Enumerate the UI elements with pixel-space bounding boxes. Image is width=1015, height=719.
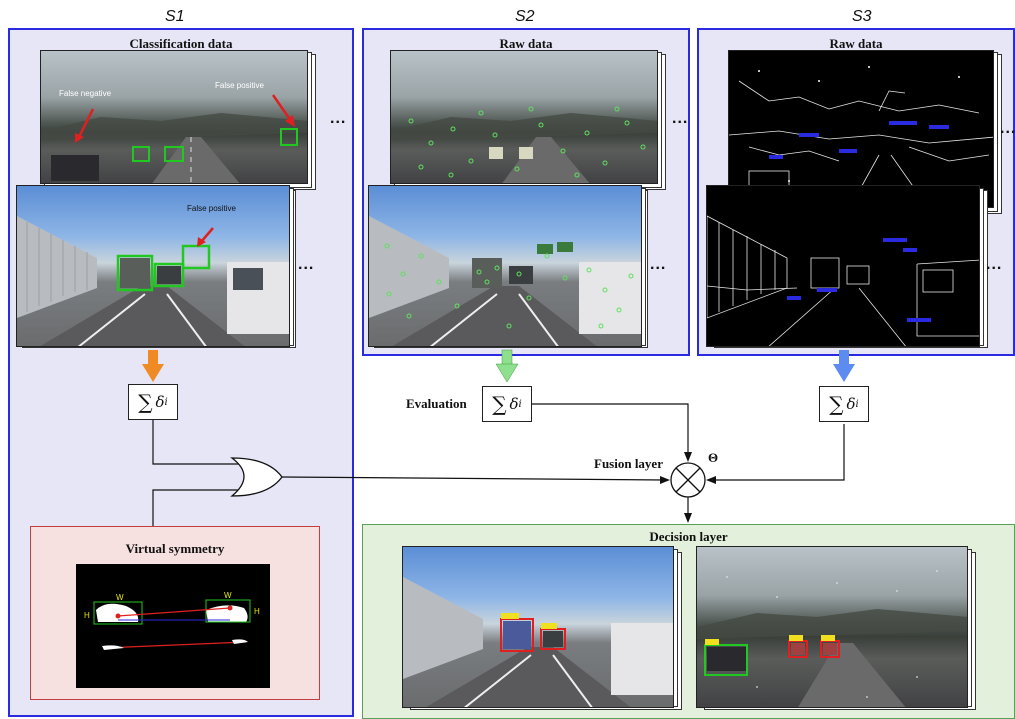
decision-left-overlay bbox=[403, 577, 673, 707]
false-negative-label: False negative bbox=[59, 89, 112, 98]
stage-label-s3: S3 bbox=[852, 8, 872, 25]
s1-front-ellipsis: ... bbox=[298, 256, 315, 273]
s2-front-photo bbox=[368, 185, 642, 347]
s3-back-photo-overlay bbox=[729, 66, 993, 207]
s2-sum-symbol: ∑ bbox=[492, 392, 507, 416]
decision-left-photo bbox=[402, 546, 674, 708]
virtual-symmetry-image: H H W W bbox=[76, 564, 270, 688]
s2-front-photo-overlay bbox=[369, 216, 641, 346]
s1-front-photo: False positive bbox=[16, 185, 290, 347]
svg-text:W: W bbox=[116, 593, 124, 602]
s3-back-photo bbox=[728, 50, 994, 208]
s3-front-photo-overlay bbox=[707, 215, 979, 346]
s1-panel-title: Classification data bbox=[129, 36, 233, 51]
decision-right-overlay bbox=[697, 570, 967, 707]
s2-sum-to-fusion-line bbox=[532, 403, 689, 456]
stage-label-s2: S2 bbox=[515, 8, 535, 25]
svg-text:H: H bbox=[254, 607, 260, 616]
svg-text:W: W bbox=[224, 591, 232, 600]
virtual-symmetry-overlay: H H W W bbox=[84, 591, 260, 650]
s2-front-ellipsis: ... bbox=[650, 256, 667, 273]
false-positive-front-label: False positive bbox=[187, 204, 236, 213]
false-positive-top-label: False positive bbox=[215, 81, 264, 90]
theta-label: Θ bbox=[708, 450, 719, 465]
s2-back-ellipsis: ... bbox=[672, 110, 689, 127]
virtual-to-gate-line bbox=[152, 489, 240, 526]
gate-to-fusion-line bbox=[281, 476, 665, 481]
s1-sum-symbol: ∑ bbox=[138, 390, 153, 414]
s3-front-ellipsis: ... bbox=[986, 256, 1003, 273]
s3-back-ellipsis: ... bbox=[1000, 120, 1015, 137]
s2-back-photo-overlay bbox=[391, 106, 657, 183]
decision-layer-title: Decision layer bbox=[649, 529, 728, 544]
s3-front-photo bbox=[706, 185, 980, 347]
s3-sum-index: i bbox=[855, 398, 859, 410]
fusion-layer-label: Fusion layer bbox=[594, 456, 663, 471]
svg-text:H: H bbox=[84, 611, 90, 620]
orange-arrow bbox=[142, 350, 164, 382]
s2-panel-title: Raw data bbox=[499, 36, 553, 51]
s3-sum-to-fusion-line bbox=[712, 424, 845, 481]
s1-sum-to-gate-line bbox=[152, 420, 240, 465]
s2-back-photo bbox=[390, 50, 658, 184]
green-arrow bbox=[495, 349, 519, 383]
s1-back-ellipsis: ... bbox=[330, 110, 347, 127]
fusion-node-icon bbox=[670, 462, 706, 498]
s2-sum-delta: δ bbox=[509, 395, 519, 413]
stage-label-s1: S1 bbox=[165, 8, 185, 25]
s1-sum-delta: δ bbox=[155, 393, 165, 411]
s1-front-photo-overlay bbox=[17, 216, 289, 346]
evaluation-label: Evaluation bbox=[406, 396, 467, 411]
blue-arrow bbox=[833, 350, 855, 382]
s3-sum-delta: δ bbox=[846, 395, 856, 413]
s1-back-photo: False negative False positive bbox=[40, 50, 308, 184]
s3-panel-title: Raw data bbox=[829, 36, 883, 51]
decision-right-photo bbox=[696, 546, 968, 708]
s1-back-photo-overlay bbox=[41, 94, 307, 183]
or-gate bbox=[230, 457, 283, 497]
s2-sum-index: i bbox=[518, 398, 522, 410]
virtual-symmetry-title: Virtual symmetry bbox=[125, 541, 225, 556]
s1-sum-index: i bbox=[164, 396, 168, 408]
s3-sum-symbol: ∑ bbox=[829, 392, 844, 416]
